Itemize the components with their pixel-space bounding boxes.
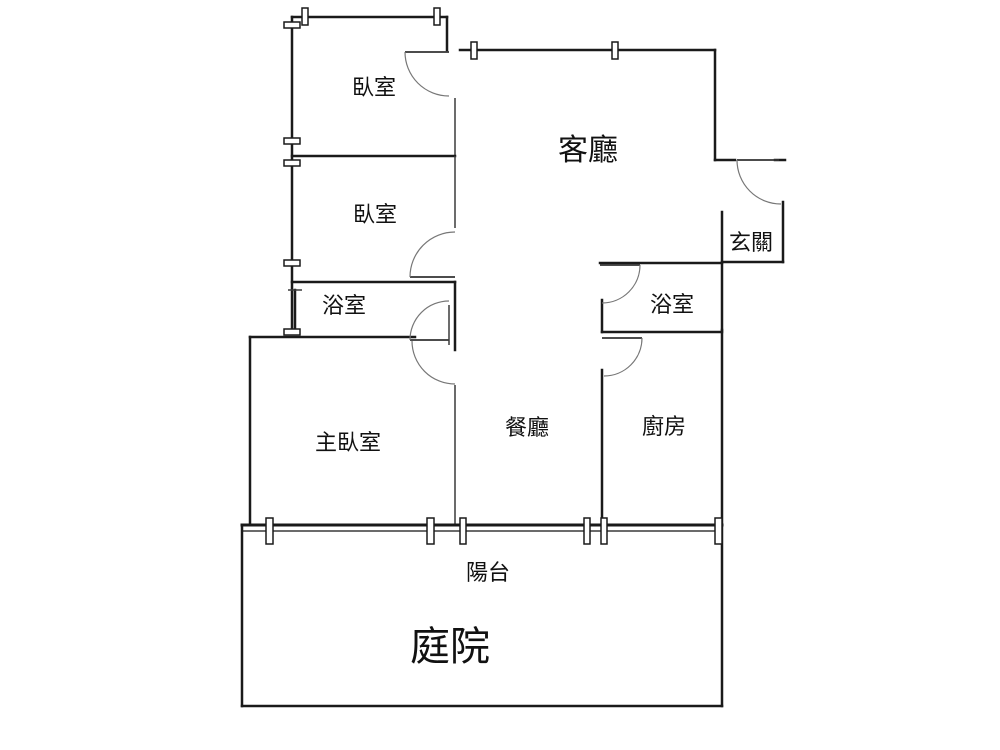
door-bedroom-2 <box>409 231 456 278</box>
door-swing-arc <box>409 300 450 341</box>
door-bedroom-1 <box>404 51 450 97</box>
window-marker <box>283 328 301 336</box>
doors <box>404 51 782 385</box>
door-swing-arc <box>603 337 643 377</box>
room-label-kitchen: 廚房 <box>642 415 686 440</box>
window-marker <box>283 21 301 29</box>
window-marker <box>611 41 619 60</box>
room-label-entrance: 玄關 <box>729 231 773 256</box>
window-marker <box>433 7 441 26</box>
room-label-bath-left: 浴室 <box>322 294 366 319</box>
door-kitchen <box>602 337 643 377</box>
door-entrance <box>736 159 782 205</box>
window-marker <box>583 517 591 545</box>
door-swing-arc <box>736 159 782 205</box>
door-swing-arc <box>409 231 456 278</box>
window-marker <box>600 517 608 545</box>
door-bath-left <box>409 300 450 345</box>
window-marker <box>470 41 478 60</box>
room-label-living-room: 客廳 <box>558 133 618 168</box>
room-label-courtyard: 庭院 <box>410 624 490 670</box>
door-swing-arc <box>601 264 641 304</box>
room-label-bath-right: 浴室 <box>650 293 694 318</box>
door-master-bedroom <box>411 340 456 385</box>
window-marker <box>714 517 723 545</box>
window-marker <box>265 517 274 545</box>
window-marker <box>283 259 301 267</box>
window-marker <box>283 159 301 167</box>
door-swing-arc <box>411 340 456 385</box>
walls <box>240 15 787 708</box>
room-label-bedroom-2: 臥室 <box>353 203 397 228</box>
room-label-master-bedroom: 主臥室 <box>315 431 381 456</box>
door-bath-right <box>600 264 641 304</box>
window-marker <box>459 517 467 545</box>
room-label-balcony: 陽台 <box>466 561 510 586</box>
window-marker <box>426 517 435 545</box>
room-label-dining-room: 餐廳 <box>505 416 549 441</box>
window-marker <box>283 137 301 145</box>
room-labels: 臥室 臥室 浴室 主臥室 客廳 玄關 浴室 餐廳 廚房 陽台 庭院 <box>315 76 773 670</box>
door-swing-arc <box>404 51 450 97</box>
window-markers <box>265 7 723 545</box>
room-label-bedroom-1: 臥室 <box>352 76 396 101</box>
window-marker <box>301 7 309 26</box>
